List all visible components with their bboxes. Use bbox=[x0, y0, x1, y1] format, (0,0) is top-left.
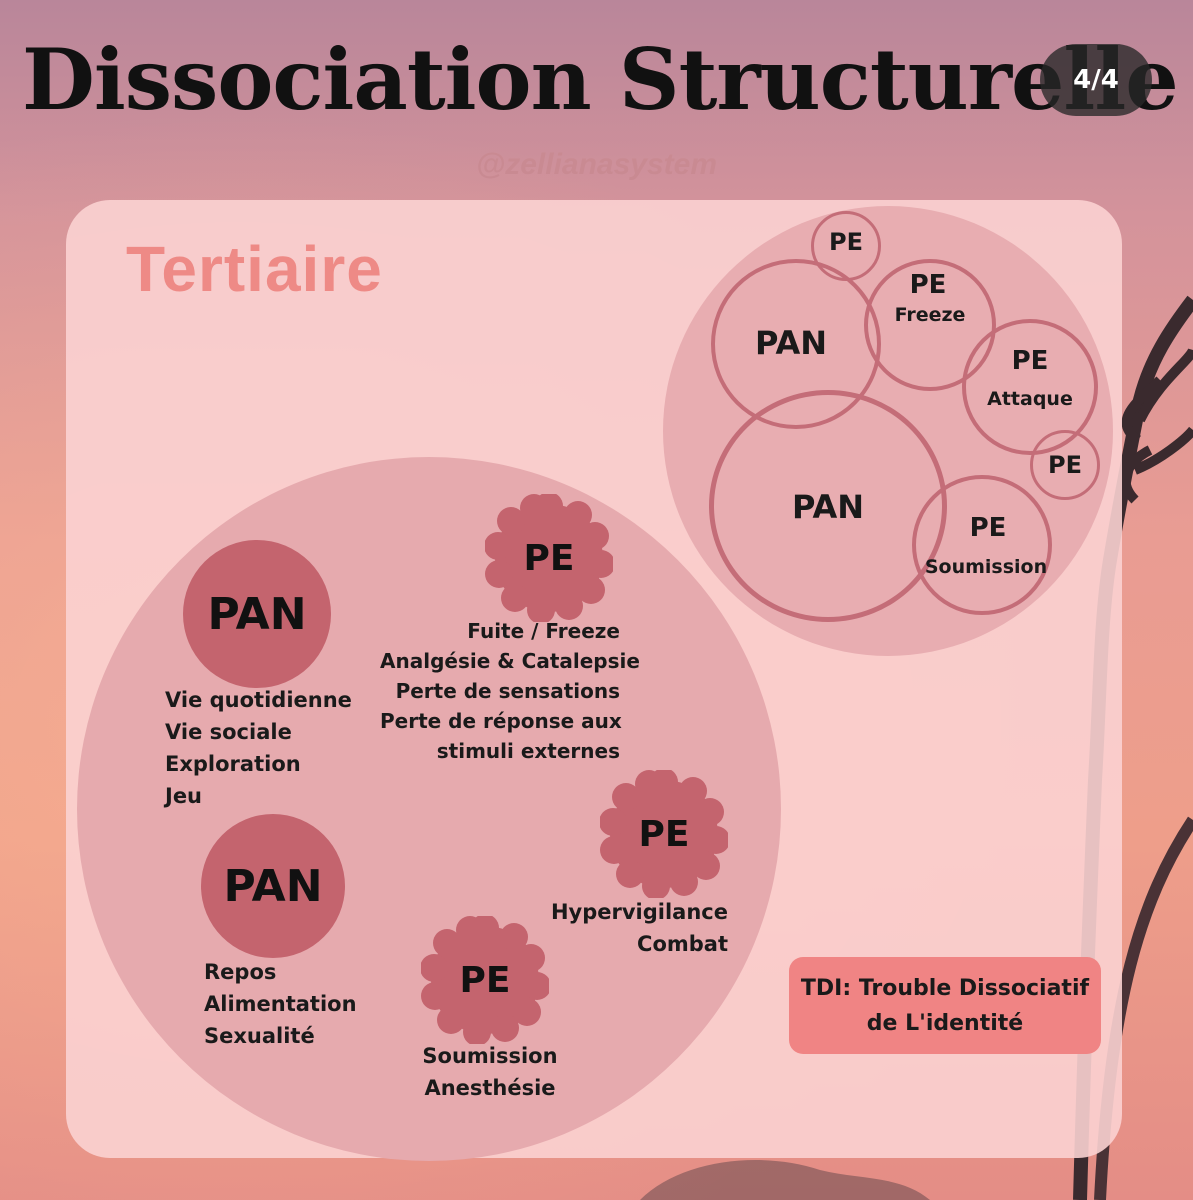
pe-soumission-label: PE bbox=[969, 513, 1007, 543]
ring-pe-soumission bbox=[912, 475, 1052, 615]
pe-attaque-sub: Attaque bbox=[987, 388, 1073, 410]
pan-lower-label: PAN bbox=[791, 488, 865, 526]
list-item: Soumission bbox=[422, 1044, 558, 1068]
list-item: Sexualité bbox=[204, 1024, 315, 1048]
pe-1-list: Fuite / Freeze Analgésie & Catalepsie Pe… bbox=[380, 616, 640, 766]
pe-3-label: PE bbox=[459, 959, 511, 1001]
pe-soumission-sub: Soumission bbox=[924, 556, 1048, 578]
list-item: Analgésie & Catalepsie bbox=[380, 649, 640, 673]
list-item: Hypervigilance bbox=[550, 900, 728, 924]
list-item: Exploration bbox=[165, 752, 301, 776]
pe-freeze-sub: Freeze bbox=[894, 304, 966, 326]
pe-2-list: Hypervigilance Combat bbox=[528, 896, 728, 960]
page-title: Dissociation Structurelle bbox=[22, 30, 1179, 129]
pe-badge-2: PE bbox=[599, 768, 730, 900]
list-item: Vie sociale bbox=[165, 720, 292, 744]
list-item: Vie quotidienne bbox=[165, 688, 352, 712]
scalloped-badge-icon bbox=[420, 914, 551, 1046]
list-item: Combat bbox=[637, 932, 728, 956]
tdi-line-2: de L'identité bbox=[866, 1011, 1024, 1036]
list-item: Fuite / Freeze bbox=[467, 619, 620, 643]
ring-pe-small bbox=[1030, 430, 1100, 500]
scalloped-badge-icon bbox=[484, 492, 615, 624]
slide-counter-badge: 4/4 bbox=[1040, 44, 1152, 116]
pan-disc-2: PAN bbox=[201, 814, 345, 958]
list-item: stimuli externes bbox=[436, 739, 620, 763]
pe-badge-1: PE bbox=[484, 492, 615, 624]
pan-1-list: Vie quotidienne Vie sociale Exploration … bbox=[165, 684, 352, 812]
pe-1-label: PE bbox=[523, 537, 575, 579]
tdi-note-box: TDI: Trouble Dissociatif de L'identité bbox=[789, 957, 1101, 1054]
pan-disc-1: PAN bbox=[183, 540, 331, 688]
pan-2-list: Repos Alimentation Sexualité bbox=[204, 956, 357, 1052]
pe-freeze-label: PE bbox=[909, 270, 947, 300]
pan-2-label: PAN bbox=[223, 860, 323, 912]
ring-pe-attaque bbox=[962, 319, 1098, 455]
list-item: Anesthésie bbox=[424, 1076, 556, 1100]
list-item: Jeu bbox=[165, 784, 203, 808]
tdi-line-1: TDI: Trouble Dissociatif bbox=[800, 976, 1090, 1001]
pe-2-label: PE bbox=[638, 813, 690, 855]
list-item: Perte de sensations bbox=[395, 679, 620, 703]
pe-badge-3: PE bbox=[420, 914, 551, 1046]
pan-1-label: PAN bbox=[207, 588, 307, 640]
pan-upper-label: PAN bbox=[754, 324, 828, 362]
section-title: Tertiaire bbox=[126, 233, 383, 305]
scalloped-badge-icon bbox=[599, 768, 730, 900]
pe-3-list: Soumission Anesthésie bbox=[400, 1040, 580, 1104]
pe-small-label: PE bbox=[1048, 451, 1082, 479]
ring-pe-freeze bbox=[864, 259, 996, 391]
list-item: Perte de réponse aux bbox=[380, 709, 622, 733]
list-item: Repos bbox=[204, 960, 277, 984]
list-item: Alimentation bbox=[204, 992, 357, 1016]
pe-top-label: PE bbox=[829, 228, 863, 256]
pe-attaque-label: PE bbox=[1011, 346, 1049, 376]
author-handle: @zellianasystem bbox=[475, 148, 718, 181]
